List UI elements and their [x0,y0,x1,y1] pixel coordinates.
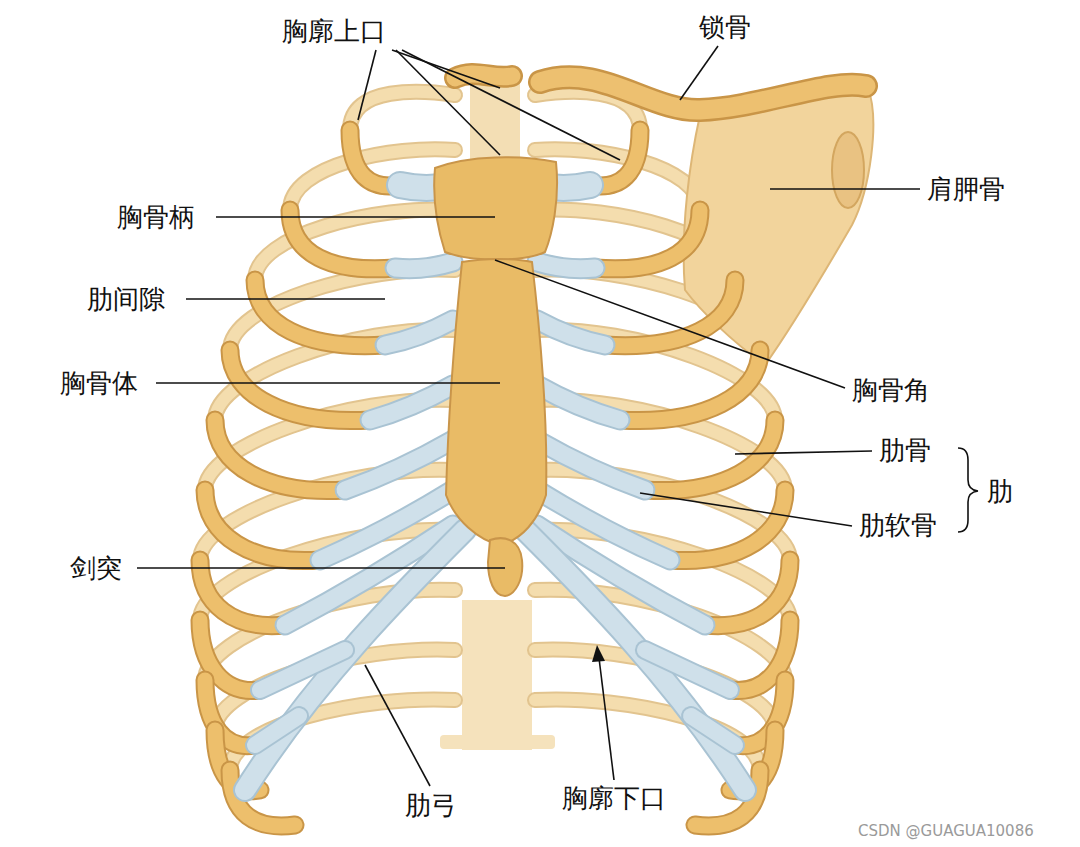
rib [705,560,790,626]
costal-cartilage [537,385,620,420]
rib [215,420,345,491]
posterior-rib [230,270,455,350]
rib [645,420,775,491]
landmark-label: 肋弓 [403,790,459,820]
costal-cartilage [537,385,620,420]
rib [255,280,385,346]
rib [705,560,790,626]
bone-label: 肋骨 [877,435,933,465]
rib [230,350,370,421]
costal-arch [245,530,465,790]
clavicles [455,74,866,110]
leader-lines [137,46,978,786]
costal-cartilage [260,650,345,690]
costal-cartilage [691,716,735,745]
costal-cartilage [645,650,730,690]
posterior-rib [350,92,455,130]
costal-arch [525,530,745,790]
costal-cartilage [395,262,453,269]
glenoid [832,132,864,208]
anterior-ribs [200,130,790,826]
posterior-rib [535,650,775,730]
costal-cartilage [370,385,453,420]
bone-label: 肋 [985,476,1015,506]
costal-cartilage [537,440,645,490]
vertebral-column [462,600,532,750]
xiphoid [488,538,522,596]
costal-cartilage [385,320,453,345]
posterior-rib [255,209,455,280]
arrow-head [592,645,605,662]
costal-cartilage [691,716,735,745]
costal-arch [245,530,465,790]
rib [205,490,320,561]
cartilage-label: 肋软骨 [857,510,939,540]
bone-label: 肩胛骨 [925,174,1007,204]
costal-cartilage [537,262,595,269]
vertebra [440,735,555,749]
costal-cartilage [370,385,453,420]
region-label: 胸廓上口 [280,16,388,46]
rib [205,490,320,561]
bone-label: 剑突 [68,553,124,583]
posterior-rib [255,209,455,280]
posterior-rib [535,270,760,350]
rib [215,420,345,491]
posterior-rib [230,270,455,350]
costal-cartilage [345,440,453,490]
rib [230,350,370,421]
region-label: 肋间隙 [85,284,167,314]
landmark-label: 胸骨角 [850,375,932,405]
region-label: 胸廓下口 [560,783,668,813]
bone-label: 锁骨 [697,12,753,42]
costal-cartilage [537,320,605,345]
bone-label: 胸骨柄 [115,202,197,232]
costal-cartilage [645,650,730,690]
rib [595,210,700,269]
costal-cartilage [260,650,345,690]
posterior-rib [215,650,455,730]
costal-cartilage [255,716,299,745]
costal-cartilage [255,716,299,745]
rib [255,280,385,346]
sternum-body [446,259,546,545]
posterior-rib [215,650,455,730]
rib [605,280,735,346]
posterior-rib [535,650,775,730]
costal-cartilage [395,262,453,269]
rib [620,350,760,421]
rib [290,210,395,269]
costal-arch [525,530,745,790]
costal-cartilage [537,440,645,490]
rib [595,210,700,269]
costal-cartilage [537,262,595,269]
costal-cartilage [537,320,605,345]
manubrium [434,157,557,259]
posterior-rib [350,92,455,130]
costal-cartilage [345,440,453,490]
rib [200,560,285,626]
watermark: CSDN @GUAGUA10086 [856,822,1036,840]
costal-cartilages [245,185,745,790]
rib [620,350,760,421]
posterior-rib [535,270,760,350]
bone-label: 胸骨体 [58,368,140,398]
rib [290,210,395,269]
rib [645,420,775,491]
rib [605,280,735,346]
costal-cartilage [385,320,453,345]
rib [200,560,285,626]
